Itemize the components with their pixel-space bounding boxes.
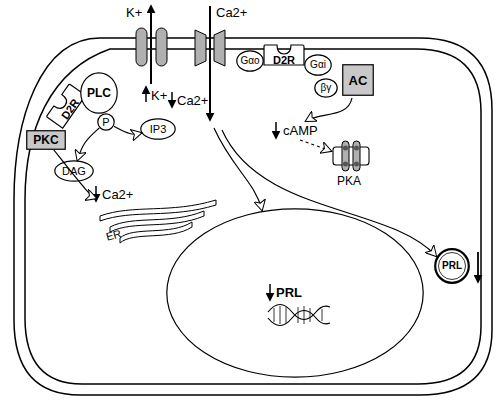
node-label: AC [349,74,368,87]
kinase-body [333,147,369,165]
decrease-arrow [269,284,271,300]
box-outline [27,131,66,150]
dashed-arrow [300,140,331,151]
kinase-site [343,162,348,167]
calcium-influx-arrow [209,6,211,120]
node-label: PKC [33,134,58,146]
signal-arrow [306,98,352,121]
er-node: ER [96,194,220,246]
node-label: Gαi [310,60,326,70]
receptor-outline [46,84,85,128]
cell-outer-membrane [14,38,492,395]
ellipse-outline [98,114,114,130]
vesicle-membrane [439,253,466,280]
decrease-arrow [95,186,97,201]
ellipse-node: PRL [166,208,424,378]
rect-node: AC [342,64,374,96]
signal-arrow [222,130,436,256]
ellipse-node: βγ [314,78,338,98]
receptor-outline [264,45,304,65]
ellipse-outline [167,209,423,377]
ion-label: Ca2+ [216,6,247,19]
kinase-site [354,146,359,151]
ellipse-node: P [97,113,115,131]
node-label: IP3 [150,124,167,135]
dna-strand [268,305,330,320]
ellipse-node: DAG [54,160,94,182]
activation-arrow [54,150,96,198]
rect-node: PKC [26,130,66,150]
ellipse-node: Gαi [304,54,332,76]
ellipse-node: Gαo [236,50,264,72]
ion-label: Ca2+ [102,188,133,201]
node-label: D2R [59,97,81,121]
dna-rungs [274,306,322,324]
decrease-arrow [477,252,479,282]
node-label: βγ [321,83,332,93]
decrease-arrow [275,122,277,138]
ellipse-outline [55,161,93,181]
ellipse-outline [305,55,331,75]
kinase-subunit [353,141,360,171]
node-label: PRL [276,286,302,299]
ellipse-outline [315,79,337,97]
ion-label: K+ [151,89,167,102]
er-cisterna [120,222,192,243]
vesicle-membrane [435,249,469,283]
er-cisterna [110,211,204,232]
node-label: PLC [87,87,111,99]
ellipse-node: IP3 [140,118,176,140]
ellipse-outline [81,73,117,113]
signal-arrow [214,128,262,210]
node-label: DAG [62,166,86,177]
node-label: P [102,117,109,128]
box-outline [343,65,374,96]
ellipse-node: PLC [80,72,118,114]
cell-inner-membrane [25,49,481,384]
receptor-node: D2R [262,42,306,68]
node-label: D2R [273,55,295,66]
dna-strand [268,311,330,326]
potassium-channel [136,28,147,66]
kinase-site [343,146,348,151]
ellipse-outline [237,51,263,71]
node-label: PKA [337,175,361,187]
decrease-arrow [171,92,173,107]
ion-label: cAMP [283,124,318,137]
potassium-efflux-arrow [150,6,152,84]
kinase-site [354,162,359,167]
ellipse-outline [141,119,175,139]
calcium-channel [214,30,225,66]
pka-node: PKA [330,140,372,188]
kinase-subunit [342,141,349,171]
vesicle-node: PRL [434,248,470,284]
increase-arrow [145,87,147,102]
potassium-channel [156,28,167,66]
activation-arrow [77,128,99,160]
ion-label: Ca2+ [177,94,208,107]
node-label: PRL [442,261,462,271]
ion-label: K+ [126,6,142,19]
activation-arrow [114,126,141,134]
node-label: Gαo [240,56,259,66]
calcium-channel [195,30,206,66]
